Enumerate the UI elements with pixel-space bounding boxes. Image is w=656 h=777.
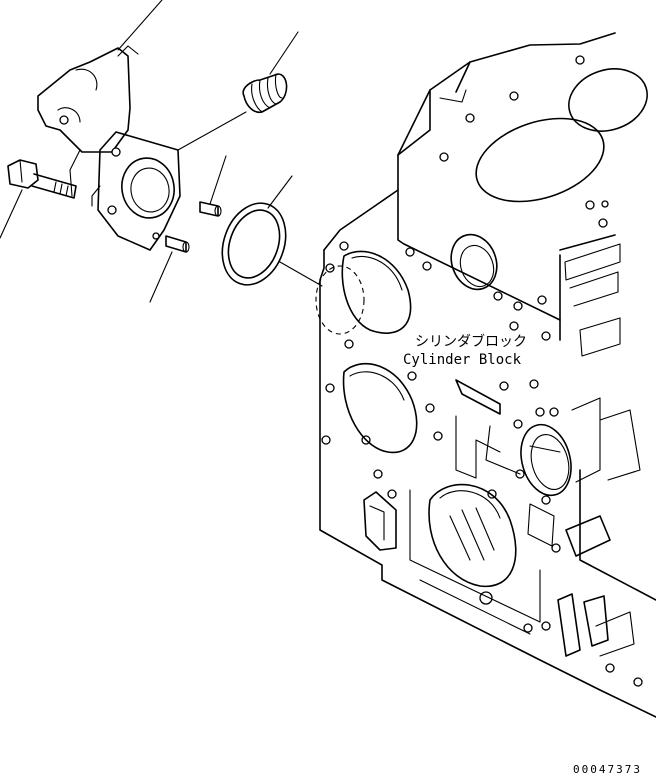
leader-line-plug (269, 31, 299, 75)
part-label-jp: シリンダブロック (415, 333, 527, 350)
leader-line-dowel-upper (209, 155, 227, 205)
o-ring (221, 202, 287, 286)
leader-line-bracket (117, 0, 163, 51)
leader-lines (0, 0, 323, 303)
drawing-code: 00047373 (573, 763, 642, 776)
leader-line-dowel-lower (149, 251, 173, 303)
part-label-en: Cylinder Block (403, 352, 522, 368)
plug-cap (242, 73, 288, 114)
bracket-housing (37, 45, 181, 251)
leader-line-bolt (0, 189, 23, 239)
hidden-bore-dashed (315, 265, 365, 335)
dowel-pin-lower (165, 235, 190, 253)
bolt (7, 159, 77, 199)
block-bolt-holes (321, 241, 643, 687)
cylinder-block (315, 32, 656, 718)
leader-line-oring-assembly (279, 261, 323, 287)
dowel-pin-upper (199, 201, 222, 217)
leader-line-plug-assembly (177, 111, 247, 151)
leader-line-oring (267, 175, 293, 209)
